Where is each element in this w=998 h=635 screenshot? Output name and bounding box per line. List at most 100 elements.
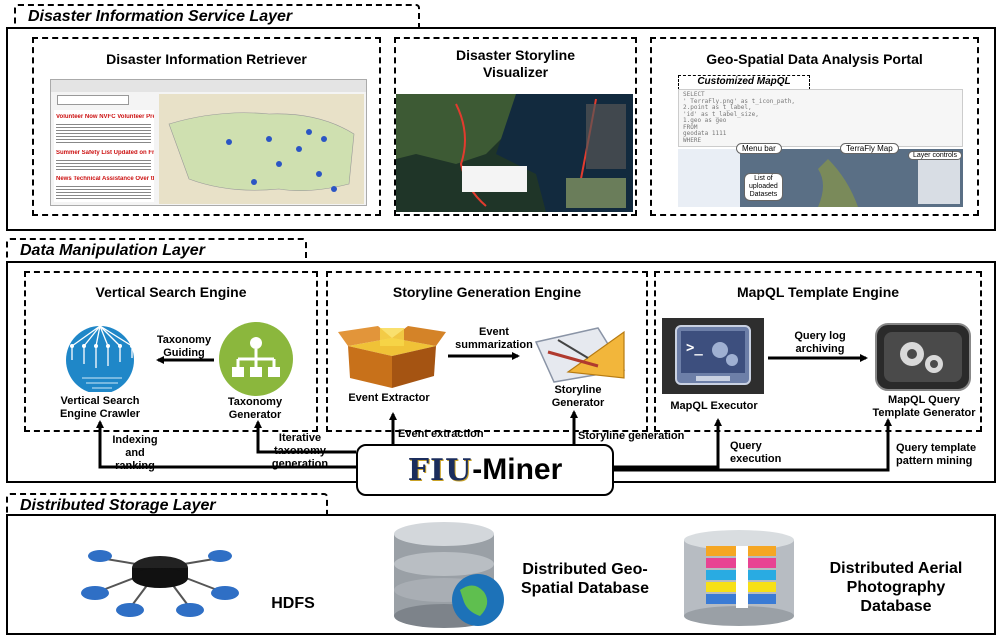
storyline-visualizer-panel: Disaster Storyline Visualizer	[394, 37, 637, 216]
storage-label-line: Spatial Database	[520, 580, 650, 597]
sql-line: 2.point as t_label,	[683, 104, 752, 111]
node-label-line: Engine Crawler	[59, 408, 141, 420]
sql-line: FROM	[683, 123, 698, 131]
storage-label-line: Photography	[846, 579, 946, 596]
geo-database-label: Distributed Geo- Spatial Database	[504, 560, 666, 598]
retriever-panel: Disaster Information Retriever Volunteer…	[32, 37, 381, 216]
storyline-visualizer-title-line1: Disaster Storyline	[455, 47, 576, 63]
callout-line: uploaded	[749, 183, 778, 190]
layer-title-manipulation: Data Manipulation Layer	[20, 242, 205, 259]
menu-bar-callout: Menu bar	[736, 143, 782, 154]
hierarchy-icon	[218, 321, 294, 397]
miner-wordmark: -Miner	[472, 453, 563, 486]
retriever-headline[interactable]: Volunteer Now NVFC Volunteer Prefi...	[56, 114, 154, 120]
node-label-line: Template Generator	[872, 407, 976, 419]
uploaded-datasets-callout: List of uploaded Datasets	[744, 173, 783, 201]
edge-label-line: Guiding	[163, 347, 205, 359]
taxonomy-generator-label: Taxonomy Generator	[212, 396, 298, 422]
aerial-database-label: Distributed Aerial Photography Database	[806, 559, 986, 616]
layer-title-storage: Distributed Storage Layer	[20, 497, 216, 514]
us-map[interactable]	[159, 94, 364, 204]
event-summarization-label: Event summarization	[446, 326, 542, 352]
mapql-code-editor[interactable]: SELECT ' TerraFly.png' as t_icon_path, 2…	[678, 89, 963, 147]
query-log-archiving-label: Query log archiving	[770, 330, 870, 356]
edge-label-line: Event	[479, 326, 509, 338]
fiu-miner-box: FIU -Miner	[356, 444, 614, 496]
fiu-logo: FIU	[407, 452, 473, 488]
iterative-taxonomy-arrow	[254, 420, 356, 454]
customized-mapql-tab: Customized MapQL	[678, 75, 810, 90]
map-markers	[168, 112, 355, 192]
retriever-screenshot: Volunteer Now NVFC Volunteer Prefi... Su…	[50, 79, 367, 206]
edge-label-line: Taxonomy	[156, 334, 212, 346]
storage-label-line: Distributed Aerial	[829, 560, 963, 577]
geo-portal-panel: Geo-Spatial Data Analysis Portal Customi…	[650, 37, 979, 216]
query-execution-arrow	[612, 418, 722, 469]
layer-tab-manipulation: Data Manipulation Layer	[6, 238, 307, 264]
database-globe-icon	[384, 520, 514, 630]
storyline-generation-label: Storyline generation	[578, 430, 685, 442]
node-label-line: Vertical Search	[60, 395, 140, 407]
callout-line: List of	[754, 175, 773, 182]
crawler-label: Vertical Search Engine Crawler	[40, 395, 160, 421]
flow-label-line: Query	[730, 440, 762, 452]
mapql-template-generator-label: MapQL Query Template Generator	[860, 394, 988, 420]
layer-title-information: Disaster Information Service Layer	[28, 8, 293, 25]
node-label-line: Generator	[228, 409, 282, 421]
storyline-engine-title: Storyline Generation Engine	[392, 284, 582, 300]
retriever-headline[interactable]: News Technical Assistance Over the ...	[56, 176, 154, 182]
layer-controls-callout: Layer controls	[908, 151, 962, 160]
flow-label-line: execution	[730, 453, 782, 465]
query-execution-label: Query execution	[730, 440, 802, 466]
storage-label-line: Distributed Geo-	[522, 561, 648, 578]
package-box-icon	[338, 318, 446, 390]
gears-icon	[874, 322, 972, 392]
edge-label-line: archiving	[795, 343, 845, 355]
flow-label-line: and	[125, 447, 145, 459]
event-extraction-label: Event extraction	[398, 428, 484, 440]
retriever-headline[interactable]: Summer Safety List Updated on Frida...	[56, 150, 154, 156]
indexing-arrow	[96, 420, 356, 469]
event-extractor-label: Event Extractor	[348, 392, 430, 404]
flow-label-line: pattern mining	[896, 455, 973, 467]
storyline-visualizer-title-line2: Visualizer	[482, 64, 549, 80]
cluster-network-icon	[70, 538, 250, 622]
sql-line: geodata 1111	[683, 130, 727, 137]
edge-label-line: summarization	[455, 339, 533, 351]
striped-database-icon	[676, 528, 802, 628]
storyline-generator-label: Storyline Generator	[528, 384, 628, 410]
satellite-map[interactable]	[396, 94, 633, 212]
flow-label-line: Iterative	[278, 432, 322, 444]
query-template-arrow	[612, 418, 892, 472]
sql-line: WHERE	[683, 136, 702, 144]
taxonomy-guiding-label: Taxonomy Guiding	[148, 334, 220, 360]
layer-tab-storage: Distributed Storage Layer	[6, 493, 328, 517]
terminal-gears-icon: >_	[662, 318, 764, 394]
sql-line: SELECT	[683, 91, 705, 98]
hdfs-label: HDFS	[271, 595, 315, 612]
drafting-tools-icon	[528, 322, 632, 384]
sql-line: ' TerraFly.png' as t_icon_path,	[683, 97, 795, 105]
mapql-engine-title: MapQL Template Engine	[736, 284, 900, 300]
mapql-executor-label: MapQL Executor	[670, 400, 758, 412]
query-template-mining-label: Query template pattern mining	[896, 442, 996, 468]
retriever-title: Disaster Information Retriever	[106, 51, 307, 67]
terrafly-map-callout: TerraFly Map	[840, 143, 899, 154]
callout-line: Datasets	[749, 191, 778, 198]
flow-label-line: Query template	[896, 442, 977, 454]
sql-line: 1.geo as geo	[683, 117, 727, 124]
edge-label-line: Query log	[794, 330, 846, 342]
node-label-line: Taxonomy	[227, 396, 283, 408]
node-label-line: Generator	[551, 397, 605, 409]
node-label-line: MapQL Query	[888, 394, 960, 406]
sql-line: 'id' as t_label_size,	[683, 110, 759, 118]
storyline-track	[396, 94, 633, 212]
spider-web-icon	[52, 320, 150, 394]
vertical-search-title: Vertical Search Engine	[95, 284, 247, 300]
geo-portal-title: Geo-Spatial Data Analysis Portal	[706, 51, 923, 67]
storage-label-line: Database	[860, 598, 932, 615]
node-label-line: Storyline	[554, 384, 602, 396]
flow-label-line: Indexing	[112, 434, 158, 446]
svg-text:>_: >_	[686, 340, 703, 356]
